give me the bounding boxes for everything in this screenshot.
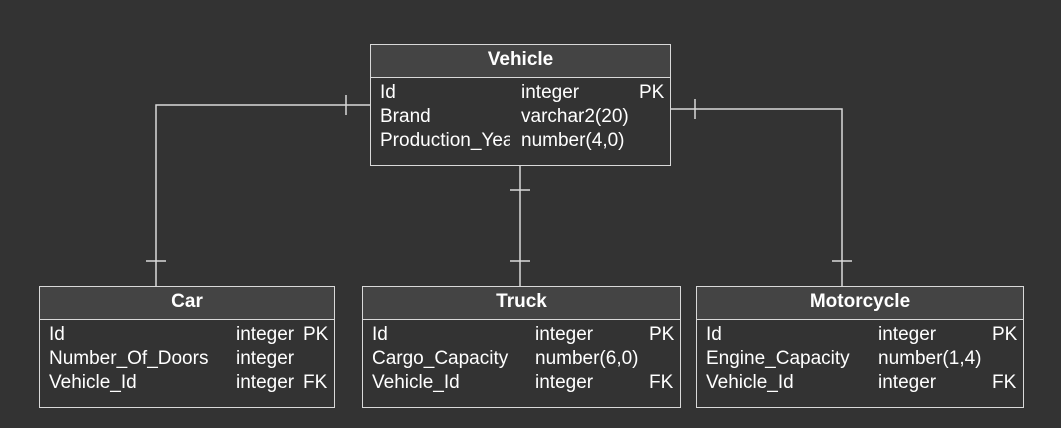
- column-row: Id integer PK: [697, 323, 1023, 347]
- column-type: integer: [878, 324, 937, 345]
- column-row: Brand varchar2(20): [371, 105, 670, 129]
- column-key: FK: [303, 372, 328, 393]
- column-row: Engine_Capacity number(1,4): [697, 347, 1023, 371]
- column-name: Engine_Capacity: [706, 348, 850, 369]
- entity-title: Vehicle: [371, 45, 670, 78]
- column-type: integer: [236, 348, 295, 369]
- entity-vehicle[interactable]: Vehicle Id integer PK Brand varchar2(20)…: [370, 44, 671, 166]
- column-row: Id integer PK: [371, 81, 670, 105]
- column-key: PK: [303, 324, 329, 345]
- column-type: integer: [878, 372, 937, 393]
- column-row: Vehicle_Id integer FK: [40, 371, 334, 395]
- entity-truck[interactable]: Truck Id integer PK Cargo_Capacity numbe…: [362, 286, 681, 408]
- column-name: Number_Of_Doors: [49, 348, 209, 369]
- column-row: Production_Year number(4,0): [371, 129, 670, 153]
- column-type: integer: [236, 372, 295, 393]
- column-name: Vehicle_Id: [706, 372, 794, 393]
- column-row: Vehicle_Id integer FK: [363, 371, 680, 395]
- column-name: Vehicle_Id: [372, 372, 460, 393]
- column-row: Cargo_Capacity number(6,0): [363, 347, 680, 371]
- entity-title: Car: [40, 287, 334, 320]
- column-type: integer: [521, 82, 580, 103]
- relationship-vehicle-motorcycle: [671, 108, 843, 286]
- relationship-vehicle-car: [155, 104, 370, 286]
- entity-title: Motorcycle: [697, 287, 1023, 320]
- column-row: Id integer PK: [363, 323, 680, 347]
- column-type: number(1,4): [878, 348, 982, 369]
- column-type: integer: [236, 324, 295, 345]
- column-name: Id: [380, 82, 396, 103]
- column-name: Id: [49, 324, 65, 345]
- column-key: PK: [649, 324, 675, 345]
- column-name: Id: [706, 324, 722, 345]
- column-row: Number_Of_Doors integer: [40, 347, 334, 371]
- column-key: FK: [992, 372, 1017, 393]
- column-name: Id: [372, 324, 388, 345]
- column-type: number(6,0): [535, 348, 639, 369]
- column-type: integer: [535, 324, 594, 345]
- column-row: Vehicle_Id integer FK: [697, 371, 1023, 395]
- column-row: Id integer PK: [40, 323, 334, 347]
- entity-motorcycle[interactable]: Motorcycle Id integer PK Engine_Capacity…: [696, 286, 1024, 408]
- column-type: number(4,0): [521, 130, 625, 151]
- column-key: PK: [992, 324, 1018, 345]
- column-name: Vehicle_Id: [49, 372, 137, 393]
- column-type: integer: [535, 372, 594, 393]
- column-key: PK: [639, 82, 665, 103]
- entity-car[interactable]: Car Id integer PK Number_Of_Doors intege…: [39, 286, 335, 408]
- column-name: Brand: [380, 106, 431, 127]
- column-name: Production_Year: [380, 130, 510, 151]
- column-key: FK: [649, 372, 674, 393]
- entity-title: Truck: [363, 287, 680, 320]
- column-name: Cargo_Capacity: [372, 348, 509, 369]
- column-type: varchar2(20): [521, 106, 629, 127]
